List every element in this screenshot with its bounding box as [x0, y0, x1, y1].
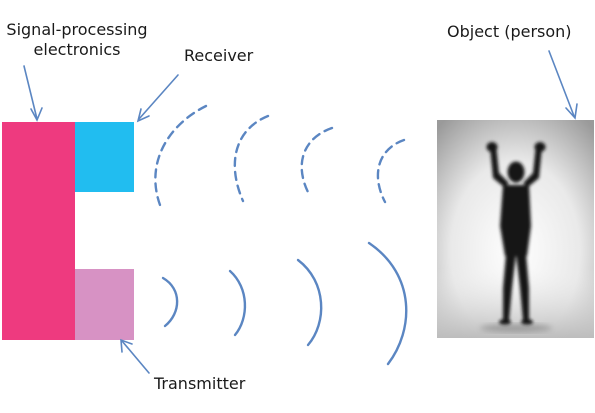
signal-processing-electronics-block — [2, 122, 75, 340]
signal-processing-label-line2: electronics — [33, 40, 121, 59]
signal-processing-label-line1: Signal-processing — [6, 20, 148, 39]
arrow-object — [548, 50, 578, 120]
reflected-waves — [154, 104, 406, 207]
transmitter-label: Transmitter — [154, 374, 246, 393]
receiver-block — [75, 122, 134, 192]
reflected-wave-1 — [154, 104, 208, 207]
transmitter-block — [75, 269, 134, 340]
object-person-photo — [437, 120, 594, 338]
arrow-signal-processing — [23, 65, 43, 122]
transmitted-wave-3 — [296, 258, 323, 347]
transmitted-wave-4 — [367, 241, 408, 366]
arrow-transmitter — [120, 338, 150, 374]
transmitted-waves — [161, 241, 408, 366]
transmitted-wave-1 — [161, 276, 179, 328]
object-person-label: Object (person) — [447, 22, 572, 41]
transmitted-wave-2 — [228, 269, 247, 337]
reflected-wave-3 — [300, 126, 334, 198]
reflected-wave-4 — [376, 138, 406, 204]
reflected-wave-2 — [233, 114, 270, 203]
person-silhouette-icon — [486, 142, 546, 325]
signal-processing-electronics-label: Signal-processing electronics — [6, 20, 148, 60]
floor-shadow — [480, 324, 552, 332]
arrow-receiver — [136, 74, 179, 123]
receiver-label: Receiver — [184, 46, 254, 65]
